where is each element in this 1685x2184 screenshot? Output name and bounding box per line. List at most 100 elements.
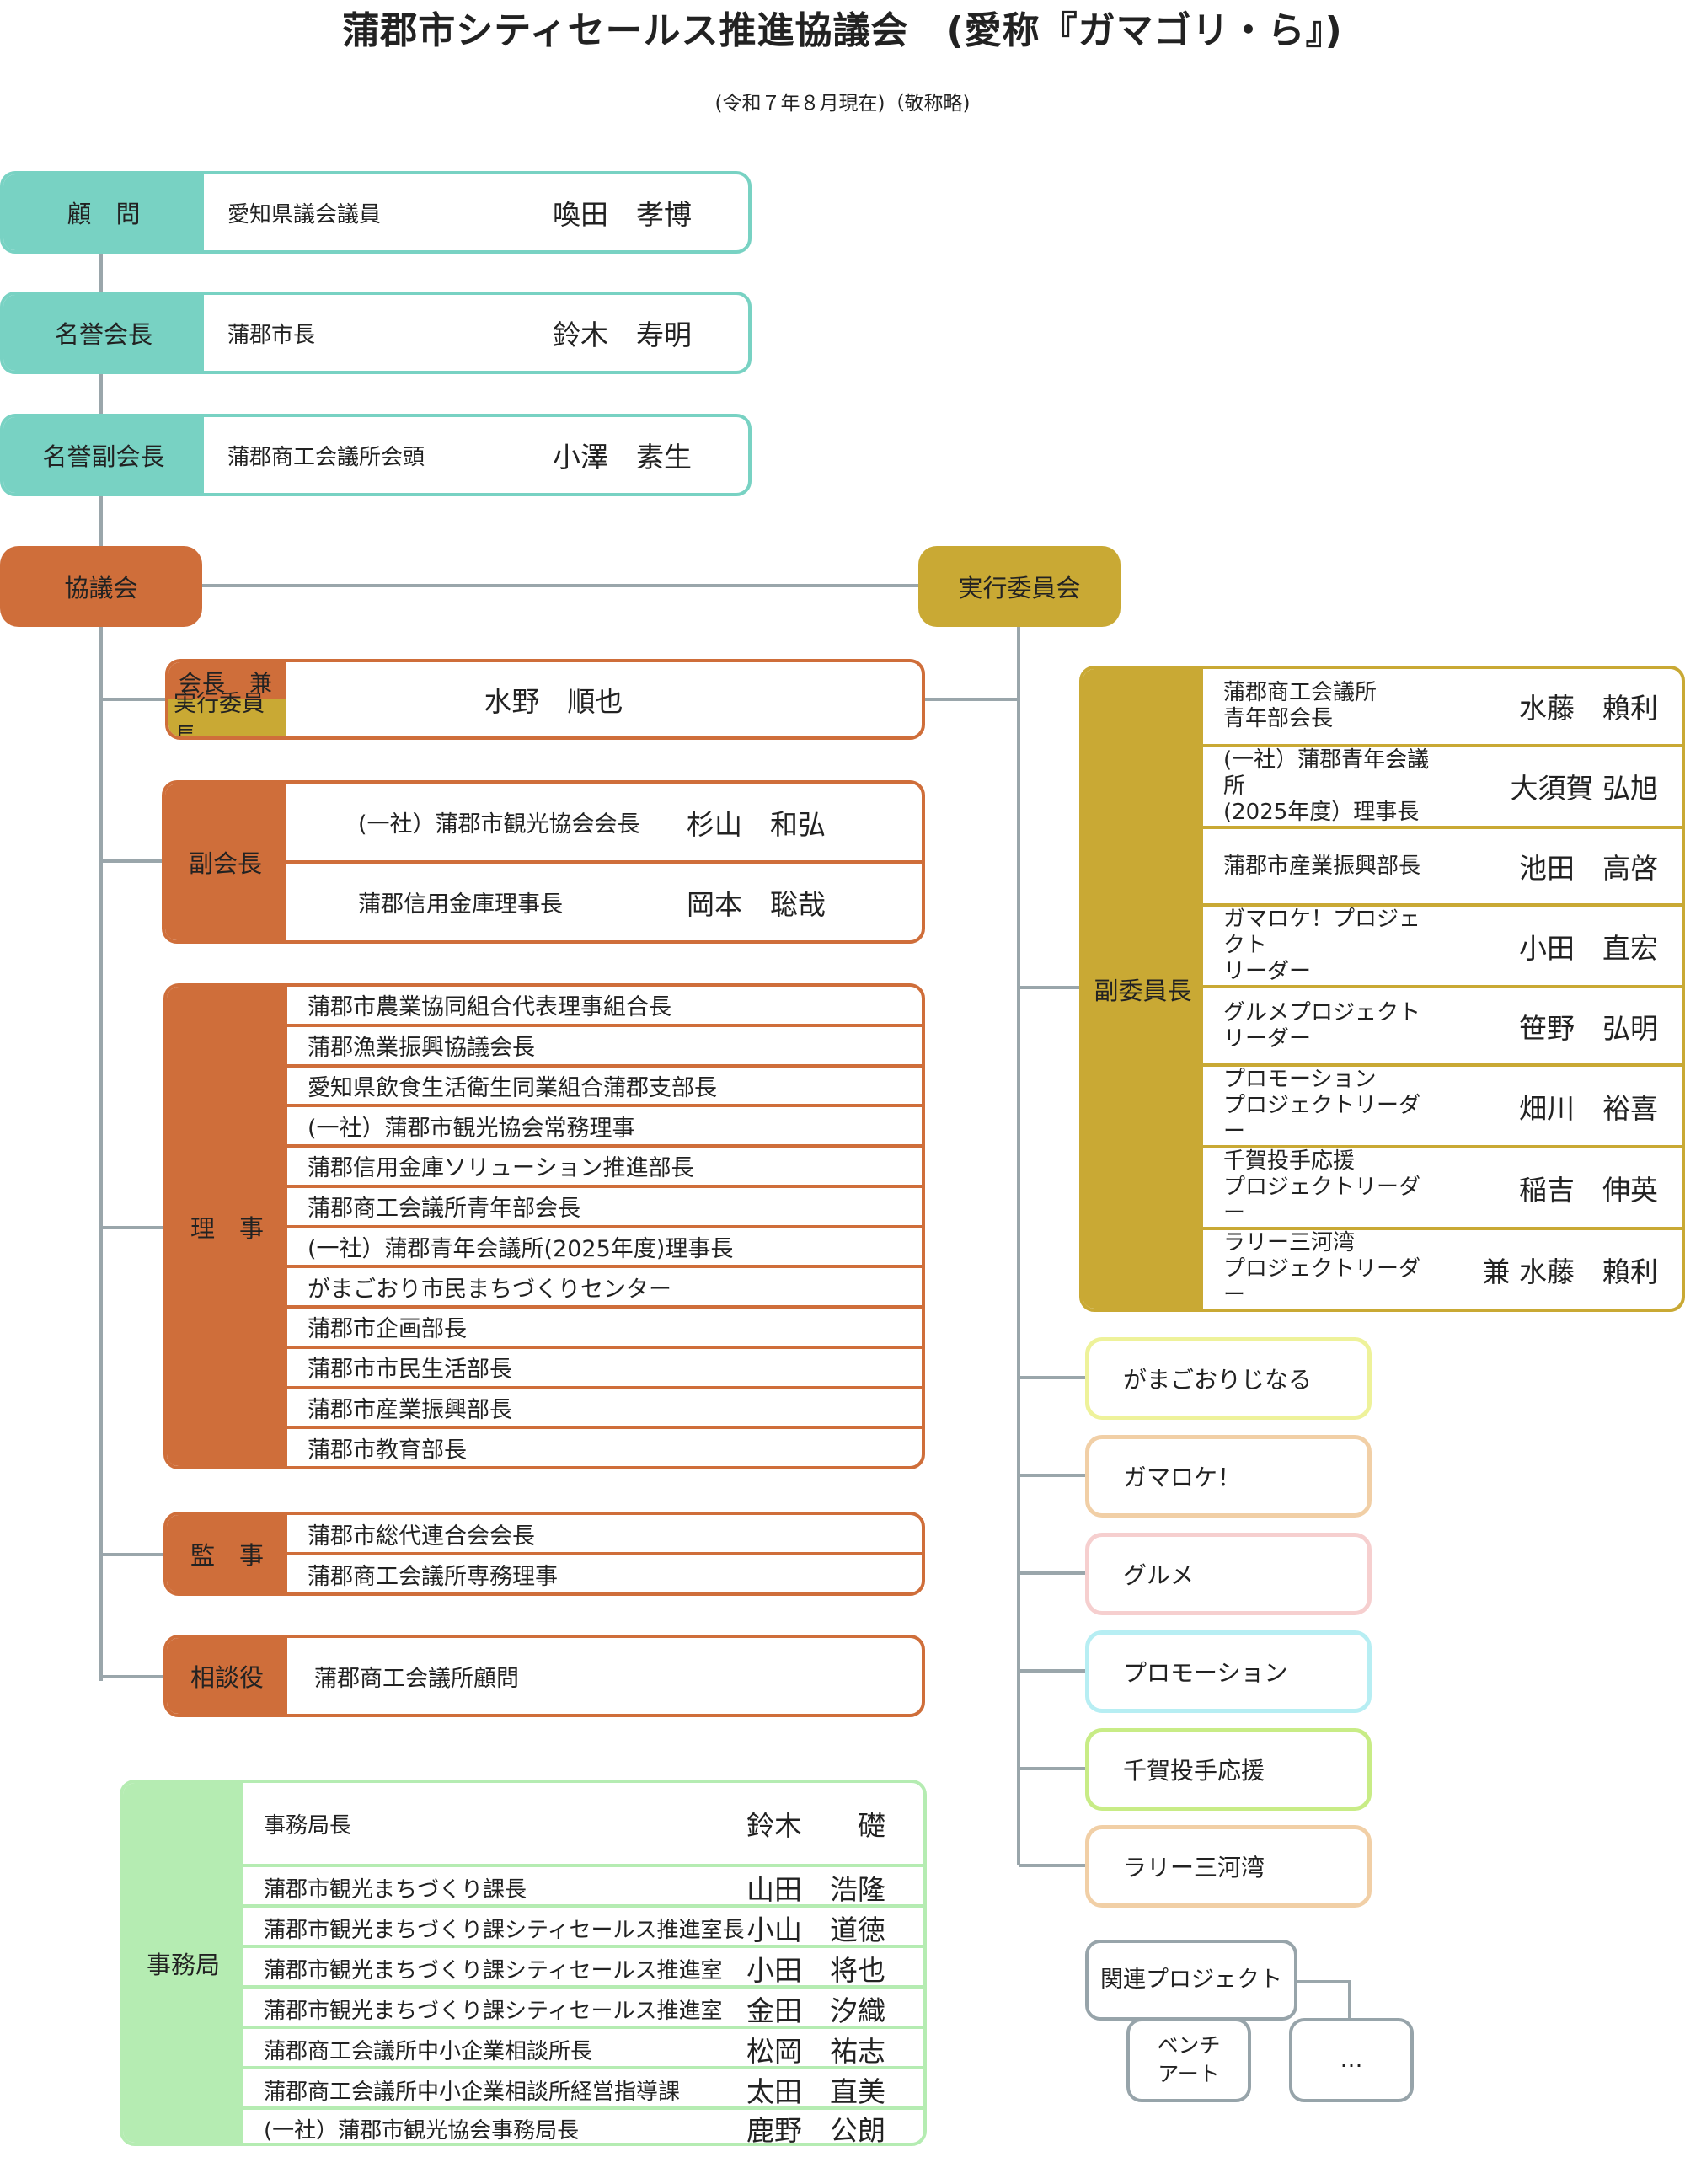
vice-committee-name: 笹野 弘明 <box>1519 1011 1658 1045</box>
row-label: 名誉副会長 <box>3 417 204 493</box>
advisor-honorary-row: 顧 問 愛知県議会議員 喚田 孝博 <box>0 171 752 254</box>
secretariat-row: (一社）蒲郡市観光協会事務局長鹿野 公朗 <box>243 2106 923 2143</box>
secretariat-role: 蒲郡市観光まちづくり課シティセールス推進室 <box>264 1998 723 2024</box>
vice-committee-box: 副委員長 蒲郡商工会議所 青年部会長水藤 賴利 (一社）蒲郡青年会議所 (202… <box>1079 666 1685 1312</box>
row-name: 喚田 孝博 <box>553 198 692 231</box>
row-name: 小澤 素生 <box>553 441 692 474</box>
secretariat-row: 蒲郡商工会議所中小企業相談所長松岡 祐志 <box>243 2026 923 2069</box>
vice-committee-name: 稲吉 伸英 <box>1519 1173 1658 1207</box>
consultant-row: 蒲郡商工会議所顧問 <box>314 1665 519 1692</box>
connector-vice <box>101 859 167 863</box>
connector-advisor <box>101 1675 167 1678</box>
secretariat-role: 蒲郡市観光まちづくり課シティセールス推進室 <box>264 1957 723 1983</box>
connector-auditors <box>101 1553 167 1556</box>
vice-chair-name: 杉山 和弘 <box>687 807 826 841</box>
honorary-vice-chair-row: 名誉副会長 蒲郡商工会議所会頭 小澤 素生 <box>0 414 752 496</box>
vice-chair-row: (一社）蒲郡市観光協会会長 杉山 和弘 <box>286 784 922 860</box>
vice-committee-row: (一社）蒲郡青年会議所 (2025年度）理事長 大須賀 弘旭 <box>1203 743 1682 826</box>
secretariat-name: 太田 直美 <box>746 2075 885 2108</box>
row-label: 顧 問 <box>3 174 204 250</box>
vice-committee-row: 蒲郡商工会議所 青年部会長水藤 賴利 <box>1203 669 1682 744</box>
chair-name: 水野 順也 <box>484 685 623 718</box>
director-row: 蒲郡市教育部長 <box>287 1426 922 1466</box>
secretariat-role: 蒲郡市観光まちづくり課長 <box>264 1876 527 1903</box>
vice-chair-box: 副会長 (一社）蒲郡市観光協会会長 杉山 和弘 蒲郡信用金庫理事長 岡本 聡哉 <box>162 780 925 944</box>
related-child-more: … <box>1289 2018 1414 2102</box>
connector-related-child-2 <box>1348 1980 1351 2018</box>
vice-committee-name: 小田 直宏 <box>1519 931 1658 965</box>
connector-right-trunk <box>1017 627 1020 1866</box>
auditor-row: 蒲郡商工会議所専務理事 <box>287 1552 922 1592</box>
vice-committee-row: 蒲郡市産業振興部長 池田 高啓 <box>1203 825 1682 904</box>
vice-committee-name: 池田 高啓 <box>1519 852 1658 885</box>
project-gamagoriginal: がまごおりじなる <box>1085 1337 1372 1420</box>
project-promotion: プロモーション <box>1085 1630 1372 1713</box>
connector-directors <box>101 1226 167 1229</box>
vice-committee-row: ラリー三河湾 プロジェクトリーダー 兼 水藤 賴利 <box>1203 1227 1682 1309</box>
connector-left-trunk <box>99 249 103 1681</box>
secretariat-name: 松岡 祐志 <box>746 2035 885 2068</box>
vice-committee-role: (一社）蒲郡青年会議所 (2025年度）理事長 <box>1223 747 1430 825</box>
page-title: 蒲郡市シティセールス推進協議会 (愛称『ガマゴリ・ら』) <box>342 9 1343 52</box>
chair-label-top: 会長 兼 <box>168 662 286 699</box>
secretariat-name: 小田 将也 <box>746 1954 885 1987</box>
related-child-bench-art: ベンチ アート <box>1126 2018 1251 2102</box>
secretariat-role: 事務局長 <box>264 1812 352 1839</box>
director-row: 蒲郡市農業協同組合代表理事組合長 <box>308 994 671 1021</box>
director-row: (一社）蒲郡青年会議所(2025年度)理事長 <box>287 1224 922 1266</box>
vice-committee-role: 千賀投手応援 プロジェクトリーダー <box>1223 1148 1421 1227</box>
secretariat-name: 小山 道徳 <box>746 1914 885 1946</box>
row-role: 蒲郡市長 <box>227 322 316 348</box>
project-gamaloke: ガマロケ！ <box>1085 1435 1372 1518</box>
secretariat-head-row: 事務局長 鈴木 礎 <box>243 1783 923 1864</box>
council-node: 協議会 <box>0 546 202 627</box>
connector-vice-committee <box>1019 986 1080 989</box>
secretariat-row: 蒲郡商工会議所中小企業相談所経営指導課太田 直美 <box>243 2066 923 2110</box>
connector-project-3 <box>1019 1571 1086 1575</box>
vice-chair-role: 蒲郡信用金庫理事長 <box>358 891 563 918</box>
project-senga-support: 千賀投手応援 <box>1085 1728 1372 1811</box>
consultant-box: 相談役 蒲郡商工会議所顧問 <box>163 1635 925 1717</box>
vice-committee-role: プロモーション プロジェクトリーダー <box>1223 1067 1421 1145</box>
connector-project-2 <box>1019 1474 1086 1477</box>
directors-label: 理 事 <box>167 987 287 1466</box>
vice-committee-name: 兼 水藤 賴利 <box>1482 1255 1659 1288</box>
secretariat-row: 蒲郡市観光まちづくり課シティセールス推進室小田 将也 <box>243 1945 923 1989</box>
related-projects-node: 関連プロジェクト <box>1085 1940 1297 2021</box>
vice-committee-name: 大須賀 弘旭 <box>1510 772 1659 806</box>
secretariat-row: 蒲郡市観光まちづくり課長 山田 浩隆 <box>243 1864 923 1908</box>
connector-council-exec <box>201 584 922 587</box>
vice-committee-name: 水藤 賴利 <box>1519 692 1658 725</box>
chair-box: 会長 兼 実行委員長 水野 順也 <box>165 659 925 740</box>
honorary-chair-row: 名誉会長 蒲郡市長 鈴木 寿明 <box>0 292 752 374</box>
vice-committee-role: 蒲郡市産業振興部長 <box>1223 853 1421 879</box>
director-row: 蒲郡商工会議所青年部会長 <box>287 1184 922 1225</box>
vice-committee-role: グルメプロジェクト リーダー <box>1223 999 1421 1052</box>
secretariat-name: 山田 浩隆 <box>746 1873 885 1906</box>
secretariat-box: 事務局 事務局長 鈴木 礎 蒲郡市観光まちづくり課長 山田 浩隆 蒲郡市観光まちづ… <box>120 1780 927 2146</box>
director-row: 蒲郡市産業振興部長 <box>287 1385 922 1427</box>
project-gourmet: グルメ <box>1085 1533 1372 1615</box>
consultant-label: 相談役 <box>167 1638 287 1714</box>
auditors-box: 監 事 蒲郡市総代連合会会長 蒲郡商工会議所専務理事 <box>163 1512 925 1596</box>
connector-project-5 <box>1019 1767 1086 1770</box>
secretariat-row: 蒲郡市観光まちづくり課シティセールス推進室長小山 道徳 <box>243 1904 923 1948</box>
row-role: 蒲郡商工会議所会頭 <box>227 444 425 470</box>
vice-committee-role: ラリー三河湾 プロジェクトリーダー <box>1223 1230 1421 1309</box>
vice-committee-role: ガマロケ！プロジェクト リーダー <box>1223 907 1421 985</box>
vice-committee-label: 副委員長 <box>1083 669 1203 1309</box>
director-row: 蒲郡信用金庫ソリューション推進部長 <box>287 1144 922 1185</box>
vice-chair-name: 岡本 聡哉 <box>687 887 826 921</box>
vice-committee-name: 畑川 裕喜 <box>1519 1091 1658 1125</box>
vice-chair-label: 副会長 <box>165 784 286 940</box>
row-label: 名誉会長 <box>3 295 204 371</box>
connector-chair-right <box>923 698 1019 701</box>
auditor-row: 蒲郡市総代連合会会長 <box>308 1523 535 1550</box>
project-rally-mikawa: ラリー三河湾 <box>1085 1825 1372 1908</box>
exec-committee-node: 実行委員会 <box>918 546 1121 627</box>
connector-project-6 <box>1019 1864 1086 1867</box>
auditors-label: 監 事 <box>167 1515 287 1592</box>
connector-project-4 <box>1019 1669 1086 1673</box>
secretariat-label: 事務局 <box>123 1783 243 2143</box>
vice-committee-row: グルメプロジェクト リーダー 笹野 弘明 <box>1203 985 1682 1063</box>
